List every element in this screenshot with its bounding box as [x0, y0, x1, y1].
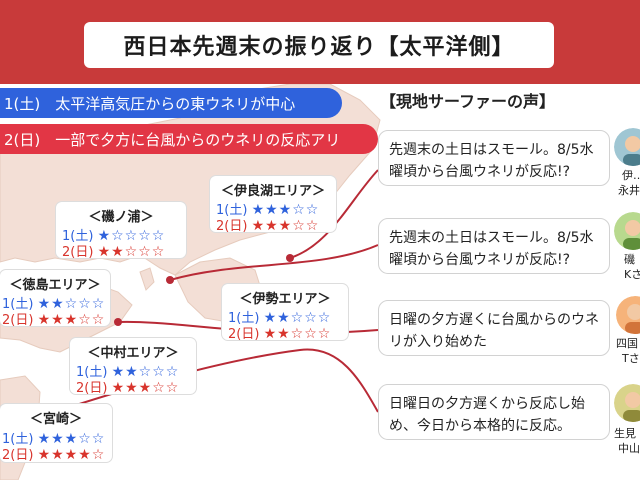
connector-isonoura	[169, 244, 379, 281]
star-rating: ★★★☆☆	[37, 312, 106, 328]
area-name: ＜磯ノ浦＞	[88, 210, 154, 225]
summary-sunday: 2(日) 一部で夕方に台風からのウネリの反応アリ	[0, 124, 378, 154]
surfer-name-line1: 生見・	[614, 427, 640, 440]
area-card-irago: ＜伊良湖エリア＞ 1(土) ★★★☆☆ 2(日) ★★★☆☆	[210, 176, 336, 234]
surfer-name-line2: 中山	[618, 442, 640, 455]
area-card-ise: ＜伊勢エリア＞ 1(土) ★★☆☆☆ 2(日) ★★☆☆☆	[222, 284, 348, 342]
rating-row-sat: 1(土) ★★☆☆☆	[2, 296, 106, 312]
area-card-tokushima: ＜徳島エリア＞ 1(土) ★★☆☆☆ 2(日) ★★★☆☆	[0, 270, 110, 328]
area-name: ＜伊勢エリア＞	[239, 292, 331, 307]
rating-row-sun: 2(日) ★★★★☆	[2, 447, 106, 463]
summary-saturday: 1(土) 太平洋高気圧からの東ウネリが中心	[0, 88, 342, 118]
surfer-name-line2: 永井	[618, 184, 640, 197]
surfer-name-line1: 四国	[616, 337, 638, 350]
star-rating: ★★★★☆	[37, 447, 106, 463]
rating-row-sun: 2(日) ★★★☆☆	[2, 312, 106, 328]
star-rating: ★★★☆☆	[251, 202, 320, 218]
dot-isonoura	[166, 276, 174, 284]
star-rating: ★★★☆☆	[111, 380, 180, 396]
area-name: ＜伊良湖エリア＞	[220, 184, 325, 199]
surfer-name-line2: Tさ	[622, 352, 640, 365]
area-card-isonoura: ＜磯ノ浦＞ 1(土) ★☆☆☆☆ 2(日) ★★☆☆☆	[56, 202, 186, 260]
star-rating: ★★☆☆☆	[263, 326, 332, 342]
voice-bubble-3: 日曜の夕方遅くに台風からのウネリが入り始めた	[378, 300, 610, 356]
star-rating: ★★★☆☆	[251, 218, 320, 234]
header-band: 西日本先週末の振り返り【太平洋側】	[0, 0, 640, 84]
voice-bubble-1: 先週末の土日はスモール。8/5水曜頃から台風ウネリが反応!?	[378, 130, 610, 186]
surfer-name-line1: 磯	[624, 253, 635, 266]
rating-row-sat: 1(土) ★☆☆☆☆	[62, 228, 166, 244]
surfer-avatar-icon	[616, 296, 640, 334]
star-rating: ★★☆☆☆	[111, 364, 180, 380]
area-card-nakamura: ＜中村エリア＞ 1(土) ★★☆☆☆ 2(日) ★★★☆☆	[70, 338, 196, 396]
awaji-island	[139, 267, 155, 291]
page-title: 西日本先週末の振り返り【太平洋側】	[84, 22, 554, 68]
rating-row-sun: 2(日) ★★☆☆☆	[62, 244, 166, 260]
surfer-avatar-icon	[614, 128, 640, 166]
rating-row-sat: 1(土) ★★☆☆☆	[228, 310, 332, 326]
rating-row-sun: 2(日) ★★★☆☆	[76, 380, 180, 396]
connector-miyazaki	[29, 348, 379, 421]
star-rating: ★★☆☆☆	[97, 244, 166, 260]
connector-irago	[289, 169, 379, 259]
star-rating: ★☆☆☆☆	[97, 228, 166, 244]
star-rating: ★★☆☆☆	[263, 310, 332, 326]
dot-irago	[286, 254, 294, 262]
voice-bubble-2: 先週末の土日はスモール。8/5水曜頃から台風ウネリが反応!?	[378, 218, 610, 274]
area-name: ＜徳島エリア＞	[9, 278, 101, 293]
rating-row-sun: 2(日) ★★★☆☆	[216, 218, 320, 234]
area-card-miyazaki: ＜宮崎＞ 1(土) ★★★☆☆ 2(日) ★★★★☆	[0, 404, 112, 463]
rating-row-sat: 1(土) ★★★☆☆	[216, 202, 320, 218]
area-name: ＜中村エリア＞	[87, 346, 179, 361]
surfer-name-line1: 伊…	[622, 169, 640, 182]
surfer-avatar-icon	[614, 384, 640, 422]
voices-heading: 【現地サーファーの声】	[380, 92, 556, 111]
rating-row-sat: 1(土) ★★☆☆☆	[76, 364, 180, 380]
star-rating: ★★★☆☆	[37, 431, 106, 447]
rating-row-sat: 1(土) ★★★☆☆	[2, 431, 106, 447]
rating-row-sun: 2(日) ★★☆☆☆	[228, 326, 332, 342]
star-rating: ★★☆☆☆	[37, 296, 106, 312]
area-name: ＜宮崎＞	[29, 412, 82, 427]
surfer-avatar-icon	[614, 212, 640, 250]
dot-shikoku	[114, 318, 122, 326]
surfer-name-line2: Kさ	[624, 268, 640, 281]
voice-bubble-4: 日曜日の夕方遅くから反応し始め、今日から本格的に反応。	[378, 384, 610, 440]
